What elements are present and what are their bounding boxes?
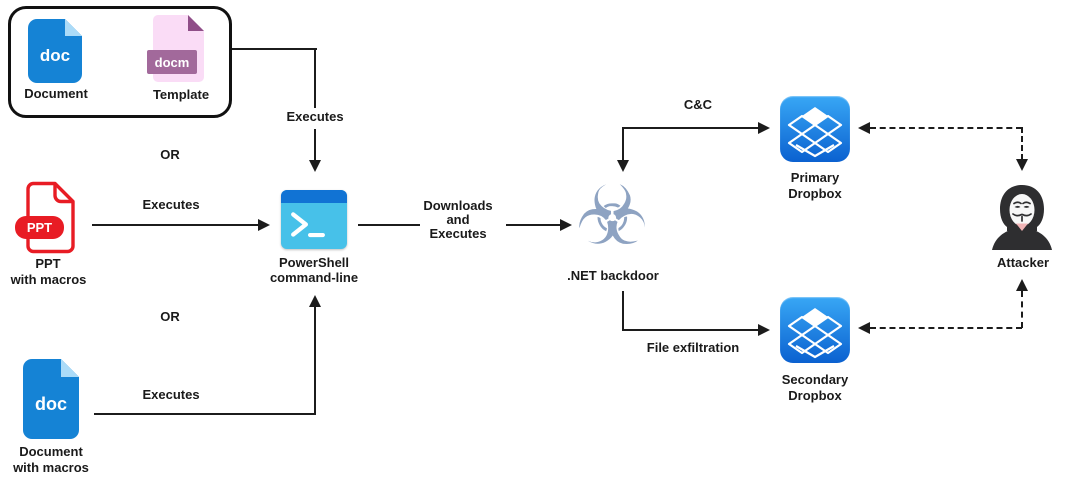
connector-ppt-to-powershell [92,224,258,226]
arrowhead-up-into-powershell [309,295,321,307]
connector-cc-v [622,127,624,162]
connector-powershell-to-backdoor-2 [506,224,560,226]
arrowhead-left-into-secondary-dropbox [858,322,870,334]
connector-exfiltration-h [622,329,758,331]
arrowhead-down-into-backdoor [617,160,629,172]
or-label-bottom: OR [160,309,180,324]
arrowhead-right-into-primary-dropbox [758,122,770,134]
powershell-label-line1: PowerShell [278,255,350,270]
dropbox-logo-icon [787,308,843,359]
primary-dropbox-label-line1: Primary [790,170,840,185]
connector-powershell-to-backdoor-1 [358,224,420,226]
doc-macros-label-line1: Document [19,444,83,459]
connector-attacker-secondary-dashed-h [870,327,1022,329]
doc-macros-label-line2: with macros [13,460,89,475]
docm-badge: docm [147,50,197,74]
connector-attacker-primary-dashed-h [870,127,1022,129]
template-label: Template [152,87,210,102]
secondary-dropbox-icon [780,297,850,363]
file-exfiltration-label: File exfiltration [646,340,740,355]
connector-groupbox-to-powershell-v1 [314,48,316,108]
arrowhead-left-into-primary-dropbox [858,122,870,134]
doc-macros-file-text: doc [34,393,67,414]
ppt-badge: PPT [15,216,64,239]
ppt-label-line2: with macros [10,272,87,287]
terminal-prompt-icon [291,212,325,238]
executes-label-doc: Executes [142,387,200,402]
arrowhead-down-into-powershell [309,160,321,172]
connector-groupbox-to-powershell-h [228,48,317,50]
primary-dropbox-icon [780,96,850,162]
secondary-dropbox-label-line2: Dropbox [788,388,842,403]
attacker-label: Attacker [996,255,1050,270]
biohazard-icon: ☣ [575,168,649,264]
connector-doc-to-powershell-h [94,413,316,415]
powershell-titlebar [281,190,347,203]
document-label: Document [24,86,88,101]
document-file-icon: doc [28,19,82,83]
or-label-top: OR [160,147,180,162]
connector-attacker-secondary-dashed-v [1021,291,1023,328]
connector-doc-to-powershell-v [314,307,316,415]
arrowhead-down-into-attacker [1016,159,1028,171]
powershell-label-line2: command-line [269,270,359,285]
connector-cc-h [622,127,758,129]
arrowhead-up-into-attacker [1016,279,1028,291]
primary-dropbox-label-line2: Dropbox [788,186,842,201]
arrowhead-right-into-powershell [258,219,270,231]
dropbox-logo-icon [787,107,843,158]
attacker-icon [992,185,1052,250]
secondary-dropbox-label-line1: Secondary [781,372,849,387]
document-file-text: doc [39,46,71,65]
connector-exfiltration-v [622,291,624,331]
powershell-icon [281,190,347,249]
arrowhead-right-into-secondary-dropbox [758,324,770,336]
downloads-and-executes-label: Downloads and Executes [423,198,493,241]
net-backdoor-label: .NET backdoor [567,268,659,283]
connector-groupbox-to-powershell-v2 [314,129,316,162]
cc-label: C&C [683,97,713,112]
doc-macros-file-icon: doc [23,359,79,439]
connector-attacker-primary-dashed-v [1021,127,1023,160]
arrowhead-right-into-backdoor [560,219,572,231]
ppt-label-line1: PPT [35,256,61,271]
executes-label-ppt: Executes [142,197,200,212]
executes-label-template: Executes [281,110,349,124]
